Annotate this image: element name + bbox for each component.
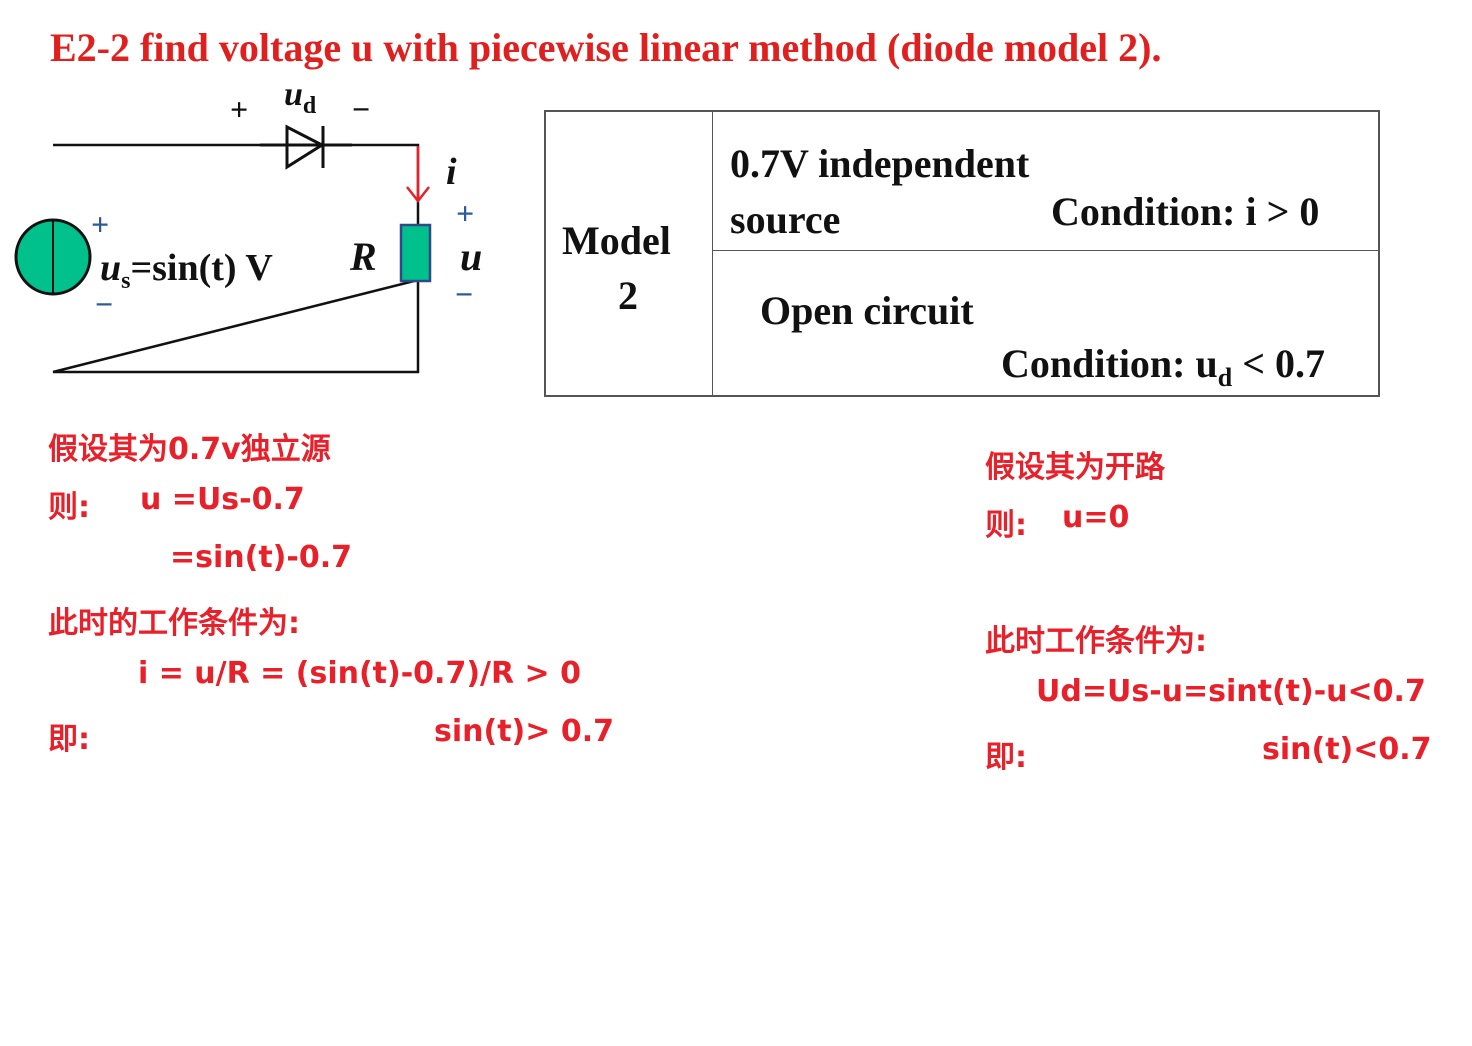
left-eq1: u =Us-0.7 — [140, 482, 305, 517]
row2-desc: Open circuit — [760, 288, 974, 333]
model-label: Model — [562, 218, 671, 263]
row1-desc-line1: 0.7V independent — [730, 141, 1030, 186]
right-then: 则: — [985, 508, 1027, 543]
source-plus: + — [91, 206, 109, 242]
u-label: u — [460, 234, 482, 279]
left-condition-label: 此时的工作条件为: — [48, 606, 300, 641]
source-minus: − — [95, 286, 113, 322]
resistor-icon — [399, 223, 432, 283]
circuit-diagram: + − ud i + − us=sin(t) V R + u − — [14, 80, 482, 374]
u-minus: − — [455, 276, 473, 312]
ud-plus: + — [230, 91, 248, 127]
left-ie: 即: — [48, 722, 90, 757]
left-assumption: 假设其为0.7v独立源 — [48, 432, 331, 467]
right-eq1: u=0 — [1062, 500, 1130, 535]
right-condition-label: 此时工作条件为: — [985, 624, 1207, 659]
row2-condition: Condition: ud < 0.7 — [1001, 341, 1326, 392]
current-label: i — [446, 151, 457, 193]
u-plus: + — [456, 195, 474, 231]
ud-minus: − — [352, 91, 370, 127]
model-number: 2 — [618, 273, 638, 318]
left-then: 则: — [48, 490, 90, 525]
right-assumption: 假设其为开路 — [985, 450, 1165, 485]
right-result: sin(t)<0.7 — [1262, 732, 1432, 767]
left-eq2: =sin(t)-0.7 — [170, 540, 352, 575]
ud-label: ud — [284, 80, 317, 119]
row1-condition: Condition: i > 0 — [1051, 189, 1320, 234]
left-result: sin(t)> 0.7 — [434, 714, 614, 749]
diode-model-table: Model 2 0.7V independent source Conditio… — [544, 110, 1380, 397]
left-condition-eq: i = u/R = (sin(t)-0.7)/R > 0 — [138, 656, 581, 691]
diode-icon — [260, 124, 352, 170]
right-condition-eq: Ud=Us-u=sint(t)-u<0.7 — [1036, 674, 1426, 709]
row1-desc-line2: source — [730, 197, 841, 242]
source-label: us=sin(t) V — [100, 247, 273, 294]
current-arrow-icon — [406, 146, 430, 204]
right-ie: 即: — [985, 740, 1027, 775]
resistor-label: R — [349, 234, 377, 279]
slide-title: E2-2 find voltage u with piecewise linea… — [50, 25, 1162, 70]
